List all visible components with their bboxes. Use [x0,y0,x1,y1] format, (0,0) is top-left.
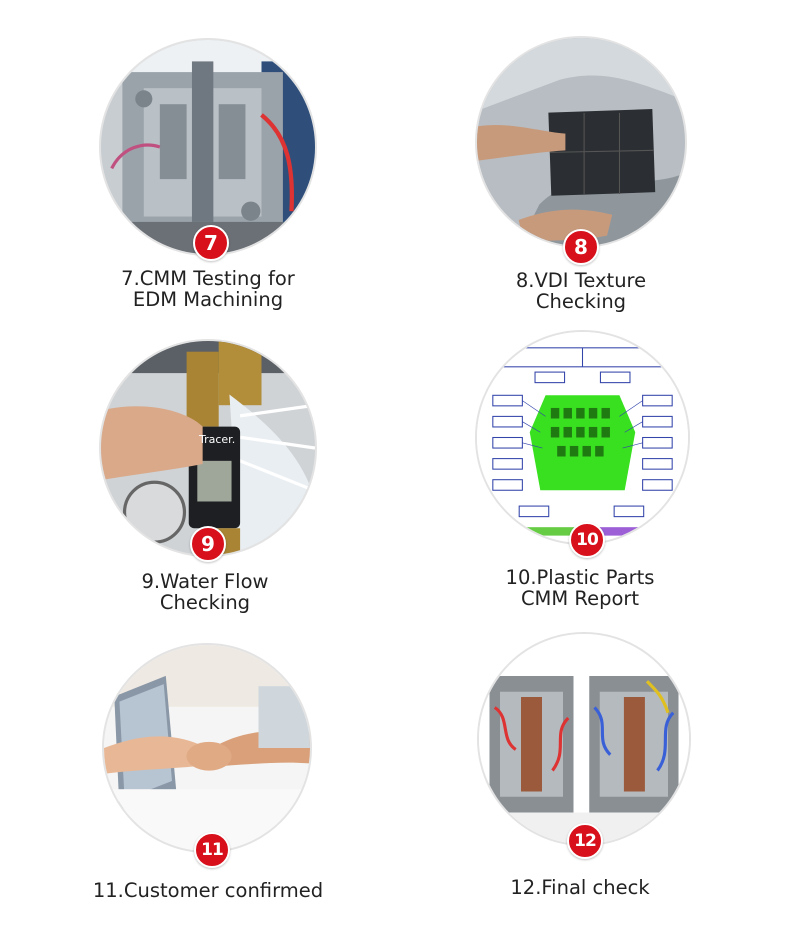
mold-machine-photo [99,38,317,256]
meter-brand: Tracer. [199,433,236,446]
step-badge: 7 [193,225,229,261]
step-badge: 9 [190,526,226,562]
step-badge: 12 [567,823,603,859]
texture-plate-photo [475,36,687,248]
final-mold-photo [477,632,691,846]
cmm-report-photo [475,330,690,545]
step-caption: 9.Water Flow Checking [141,570,269,614]
step-badge: 8 [563,229,599,265]
step-badge: 10 [569,522,605,558]
flow-meter-photo: Tracer. [99,339,317,557]
step-caption: 8.VDI Texture Checking [515,269,647,313]
step-caption: 10.Plastic Parts CMM Report [505,566,655,610]
step-badge: 11 [194,832,230,868]
step-caption: 7.CMM Testing for EDM Machining [121,267,295,311]
handshake-photo [102,643,312,853]
step-caption: 12.Final check [510,876,650,899]
step-caption: 11.Customer confirmed [92,879,324,902]
